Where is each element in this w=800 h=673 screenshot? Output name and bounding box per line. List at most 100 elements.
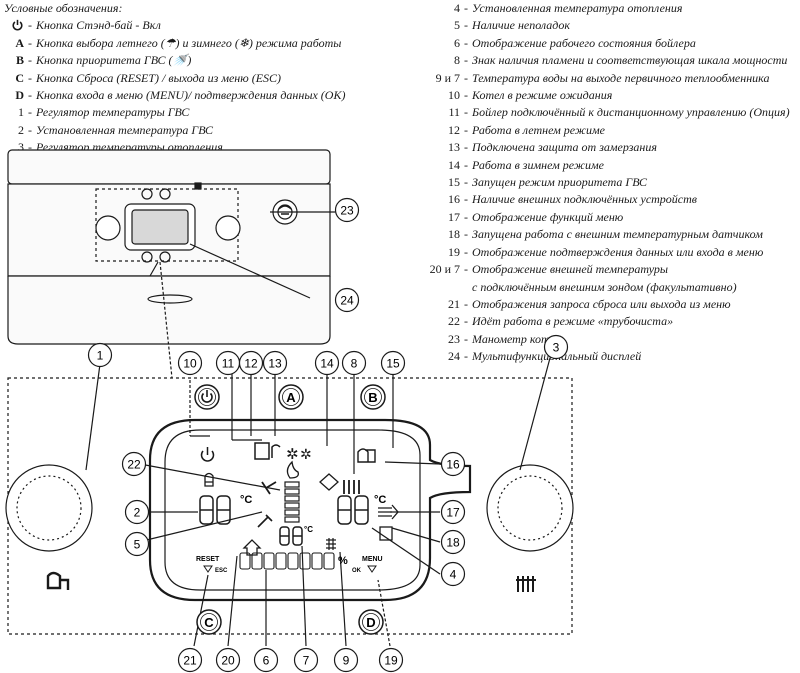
callout-11: 11 (215, 350, 241, 376)
legend-row: D-Кнопка входа в меню (MENU)/ подтвержде… (15, 88, 346, 103)
power-icon (12, 20, 23, 31)
callout-1: 1 (87, 342, 113, 368)
legend-row: 22-Идёт работа в режиме «трубочиста» (448, 314, 674, 329)
legend-row: 19-Отображение подтверждения данных или … (448, 244, 764, 259)
lcd-house-icon (242, 539, 262, 556)
lcd-heating-grid-icon (326, 538, 336, 550)
dhw-priority-button-b[interactable]: B (360, 384, 386, 410)
legend-row: 2-Установленная температура ГВС (18, 122, 213, 137)
boiler-front-panel (7, 149, 331, 345)
lcd-center-degc: °C (304, 525, 313, 534)
lcd-winter-radiator-icon: ✲ (300, 446, 312, 462)
callout-14: 14 (314, 350, 340, 376)
callout-label: 20 (221, 654, 235, 668)
callout-13: 13 (262, 350, 288, 376)
callout-5: 5 (124, 531, 150, 557)
callout-label: 21 (183, 654, 197, 668)
callout-21: 21 (177, 647, 203, 673)
callout-12: 12 (238, 350, 264, 376)
lcd-reset-label: RESET (196, 556, 220, 563)
legend-row: -с подключённым внешним зондом (факульта… (472, 279, 737, 294)
standby-button[interactable] (194, 384, 220, 410)
callout-label: 11 (222, 357, 235, 371)
legend-row: 20 и 7-Отображение внешней температуры (429, 262, 668, 277)
radiator-winter-symbol-icon (516, 576, 536, 592)
callout-label: 2 (134, 506, 141, 520)
callout-22: 22 (121, 451, 147, 477)
reset-arrow-icon (203, 565, 213, 573)
callout-6: 6 (253, 647, 279, 673)
lcd-heating-degc: °C (374, 494, 386, 506)
lcd-chimney-sweep-icon (261, 481, 277, 495)
lcd-tap-icon (204, 472, 214, 487)
callout-7: 7 (293, 647, 319, 673)
legend-row: 12-Работа в летнем режиме (448, 122, 605, 137)
callout-label: 24 (340, 294, 354, 308)
heating-temperature-knob[interactable] (486, 464, 574, 552)
menu-arrow-icon (367, 565, 377, 573)
lcd-external-sensor-icon (379, 526, 393, 541)
menu-button-d[interactable]: D (358, 609, 384, 635)
callout-label: 10 (183, 357, 197, 371)
callout-17: 17 (440, 499, 466, 525)
legend-row: 6-Отображение рабочего состояния бойлера (454, 35, 696, 50)
lcd-percent: % (338, 555, 348, 567)
callout-15: 15 (380, 350, 406, 376)
callout-label: 19 (384, 654, 398, 668)
callout-label: 17 (446, 506, 460, 520)
callout-label: 3 (553, 341, 560, 355)
button-c-label: C (204, 615, 214, 630)
legend-row: 4-Установленная температура отопления (454, 1, 683, 15)
lcd-esc-label: ESC (215, 568, 228, 574)
mode-button-a[interactable]: A (278, 384, 304, 410)
legend-row: 15-Запущен режим приоритета ГВС (448, 175, 647, 190)
legend-right: 4-Установленная температура отопления 5-… (418, 0, 790, 366)
button-d-label: D (366, 615, 375, 630)
callout-label: 6 (263, 654, 270, 668)
button-a-label: A (286, 390, 296, 405)
legend-row: 5-Наличие неполадок (454, 18, 570, 33)
legend-row: 9 и 7-Температура воды на выходе первичн… (435, 70, 770, 85)
pressure-gauge-icon (278, 205, 292, 215)
lcd-frost-protection-icon: ✲ (286, 446, 299, 463)
callout-24: 24 (334, 287, 360, 313)
lcd-menu-function-icon (378, 504, 399, 520)
lcd-menu-label: MENU (362, 556, 383, 563)
callout-label: 15 (386, 357, 400, 371)
callout-10: 10 (177, 350, 203, 376)
reset-button-c[interactable]: C (196, 609, 222, 635)
legend-row: 23-Манометр котла (448, 331, 562, 346)
callout-9: 9 (333, 647, 359, 673)
callout-4: 4 (440, 561, 466, 587)
legend-row: B-Кнопка приоритета ГВС (🚿) (15, 53, 192, 68)
callout-8: 8 (341, 350, 367, 376)
legend-row: 8-Знак наличия пламени и соответствующая… (454, 53, 788, 68)
multifunction-display (148, 418, 472, 602)
lcd-radiator-icon (343, 480, 360, 494)
callout-label: 7 (303, 654, 310, 668)
legend-row: 10-Котел в режиме ожидания (448, 88, 613, 103)
lcd-remote-control-icon (254, 442, 270, 460)
callout-18: 18 (440, 529, 466, 555)
dhw-temperature-knob[interactable] (5, 464, 93, 552)
lcd-fault-wrench-icon (257, 514, 273, 528)
legend-row: 16-Наличие внешних подключённых устройст… (448, 192, 698, 207)
callout-20: 20 (215, 647, 241, 673)
long-digit-row (239, 552, 335, 570)
callout-3: 3 (543, 334, 569, 360)
button-b-label: B (368, 390, 377, 405)
legend-row: 18-Запущена работа с внешним температурн… (448, 227, 763, 242)
callout-16: 16 (440, 451, 466, 477)
legend-row: 13-Подключена защита от замерзания (448, 140, 657, 155)
callout-label: 14 (320, 357, 334, 371)
lcd-standby-icon (200, 450, 215, 462)
callout-label: 16 (446, 458, 460, 472)
legend-row: 17-Отображение функций меню (448, 209, 624, 224)
lcd-flame-icon (286, 460, 299, 479)
callout-label: 5 (134, 538, 141, 552)
lcd-dhw-degc: °C (240, 494, 252, 506)
callout-23: 23 (334, 197, 360, 223)
callout-label: 18 (446, 536, 460, 550)
